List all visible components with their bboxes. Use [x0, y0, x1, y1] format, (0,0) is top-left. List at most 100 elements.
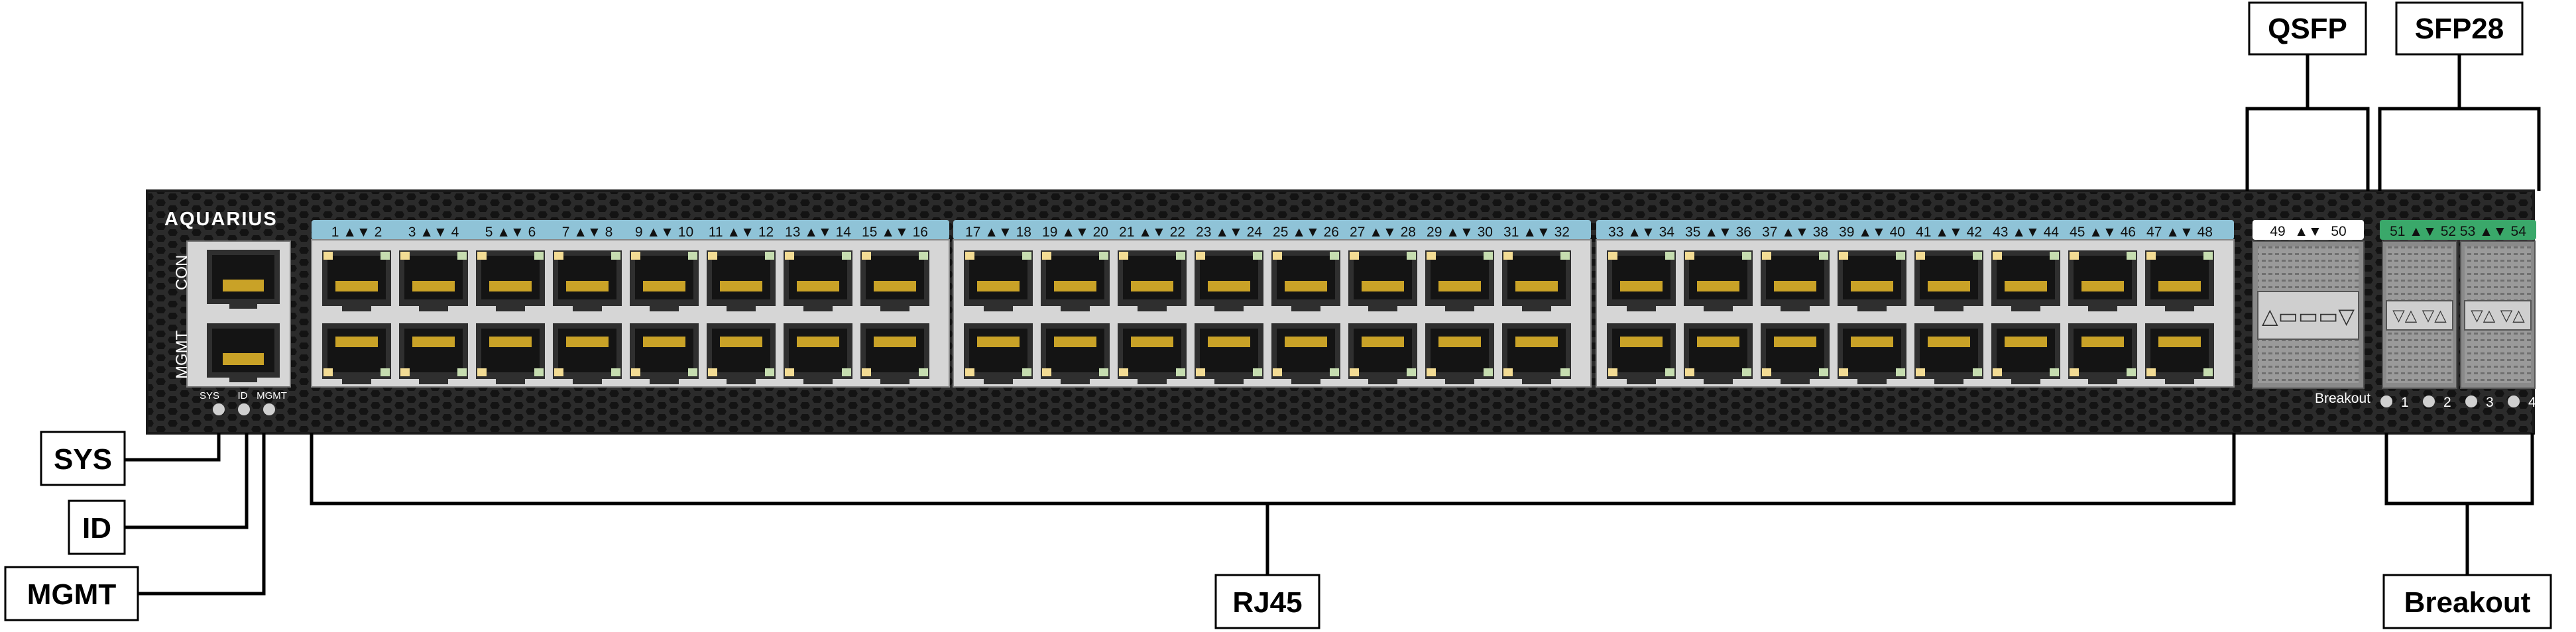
sys-led-label: SYS: [200, 390, 219, 401]
rj45-port-12[interactable]: [707, 323, 776, 384]
sfp28-cage-left[interactable]: ▽△ ▽△: [2382, 240, 2457, 389]
rj45-pair-label: 11 ▲▼ 12: [709, 225, 774, 240]
console-port[interactable]: [207, 250, 280, 309]
rj45-port-40[interactable]: [1838, 323, 1906, 384]
rj45-port-28[interactable]: [1348, 323, 1417, 384]
con-label: CON: [173, 255, 191, 290]
qsfp-breakout-text: Breakout: [2315, 391, 2371, 406]
rj45-port-23[interactable]: [1195, 250, 1263, 311]
sfp28-left-arrows: ▽△ ▽△: [2392, 306, 2447, 325]
sfp28-cage-right[interactable]: ▽△ ▽△: [2460, 240, 2536, 389]
rj45-pair-label: 15 ▲▼ 16: [862, 225, 928, 240]
rj45-port-42[interactable]: [1914, 323, 1983, 384]
rj45-pair-label: 17 ▲▼ 18: [965, 225, 1031, 240]
rj45-port-21[interactable]: [1118, 250, 1187, 311]
rj45-port-19[interactable]: [1041, 250, 1110, 311]
mgmt-label: MGMT: [173, 330, 191, 379]
qsfp-port-49-label: 49: [2270, 224, 2285, 239]
breakout-lane-1: 1: [2401, 395, 2409, 410]
mgmt-port[interactable]: [207, 323, 280, 382]
breakout-leader: [2384, 433, 2534, 575]
rj45-pair-label: 37 ▲▼ 38: [1762, 225, 1828, 240]
rj45-label-band: [312, 220, 949, 240]
rj45-port-3[interactable]: [399, 250, 468, 311]
rj45-port-9[interactable]: [630, 250, 699, 311]
callout-sfp28: SFP28: [2395, 1, 2524, 56]
rj45-port-30[interactable]: [1425, 323, 1494, 384]
rj45-port-36[interactable]: [1684, 323, 1753, 384]
rj45-port-15[interactable]: [860, 250, 929, 311]
callout-lines: [125, 54, 2541, 596]
rj45-port-48[interactable]: [2145, 323, 2214, 384]
rj45-port-38[interactable]: [1761, 323, 1830, 384]
qsfp-label-band: [2253, 220, 2364, 240]
rj45-pair-label: 25 ▲▼ 26: [1273, 225, 1339, 240]
rj45-port-14[interactable]: [784, 323, 852, 384]
breakout-lane-3: 3: [2486, 395, 2494, 410]
svg-text:MGMT: MGMT: [27, 578, 117, 611]
rj45-pair-label: 43 ▲▼ 44: [1993, 225, 2059, 240]
rj45-port-2[interactable]: [322, 323, 391, 384]
rj45-port-29[interactable]: [1425, 250, 1494, 311]
rj45-port-44[interactable]: [1991, 323, 2060, 384]
rj45-port-7[interactable]: [553, 250, 622, 311]
rj45-port-27[interactable]: [1348, 250, 1417, 311]
rj45-port-11[interactable]: [707, 250, 776, 311]
rj45-port-35[interactable]: [1684, 250, 1753, 311]
qsfp-area: 49 ▲▼ 50 △▭▭▭▽ Breakout: [2252, 220, 2371, 406]
rj45-port-10[interactable]: [630, 323, 699, 384]
svg-text:SYS: SYS: [54, 443, 112, 476]
rj45-port-46[interactable]: [2068, 323, 2137, 384]
rj45-port-34[interactable]: [1607, 323, 1676, 384]
rj45-pair-label: 23 ▲▼ 24: [1196, 225, 1262, 240]
breakout-lane-4: 4: [2528, 395, 2536, 410]
sfp28-label-band: [2380, 220, 2536, 240]
rj45-port-25[interactable]: [1271, 250, 1340, 311]
qsfp-cage[interactable]: △▭▭▭▽: [2252, 240, 2365, 389]
qsfp-lane-arrows: △▭▭▭▽: [2262, 303, 2355, 329]
rj45-port-5[interactable]: [476, 250, 545, 311]
rj45-port-13[interactable]: [784, 250, 852, 311]
rj45-port-47[interactable]: [2145, 250, 2214, 311]
rj45-pair-label: 13 ▲▼ 14: [785, 225, 851, 240]
rj45-port-41[interactable]: [1914, 250, 1983, 311]
sys-leader: [125, 433, 221, 462]
breakout-lane-2: 2: [2443, 395, 2451, 410]
callout-mgmt: MGMT: [4, 566, 139, 621]
rj45-port-31[interactable]: [1502, 250, 1571, 311]
rj45-port-32[interactable]: [1502, 323, 1571, 384]
qsfp-led-arrows: ▲▼: [2294, 224, 2322, 239]
rj45-pair-label: 27 ▲▼ 28: [1350, 225, 1416, 240]
rj45-port-17[interactable]: [964, 250, 1033, 311]
id-led: [238, 403, 250, 415]
rj45-port-18[interactable]: [964, 323, 1033, 384]
rj45-port-33[interactable]: [1607, 250, 1676, 311]
rj45-port-20[interactable]: [1041, 323, 1110, 384]
breakout-led-3: [2465, 395, 2477, 407]
rj45-port-16[interactable]: [860, 323, 929, 384]
callout-qsfp: QSFP: [2248, 1, 2367, 56]
breakout-led-2: [2423, 395, 2435, 407]
rj45-port-39[interactable]: [1838, 250, 1906, 311]
mgmt-led-label: MGMT: [257, 390, 287, 401]
rj45-port-1[interactable]: [322, 250, 391, 311]
rj45-port-8[interactable]: [553, 323, 622, 384]
svg-text:ID: ID: [82, 512, 111, 545]
sfp28-leader: [2378, 54, 2541, 191]
rj45-port-45[interactable]: [2068, 250, 2137, 311]
rj45-port-37[interactable]: [1761, 250, 1830, 311]
rj45-label-band: [953, 220, 1591, 240]
rj45-pair-label: 21 ▲▼ 22: [1119, 225, 1185, 240]
rj45-port-43[interactable]: [1991, 250, 2060, 311]
rj45-label-band: [1596, 220, 2234, 240]
rj45-port-22[interactable]: [1118, 323, 1187, 384]
rj45-port-26[interactable]: [1271, 323, 1340, 384]
rj45-port-24[interactable]: [1195, 323, 1263, 384]
brand-logo: AQUARIUS: [164, 209, 278, 230]
rj45-port-6[interactable]: [476, 323, 545, 384]
callout-sys: SYS: [40, 431, 126, 486]
id-leader: [125, 433, 249, 529]
rj45-pair-label: 3 ▲▼ 4: [408, 225, 459, 240]
rj45-port-4[interactable]: [399, 323, 468, 384]
